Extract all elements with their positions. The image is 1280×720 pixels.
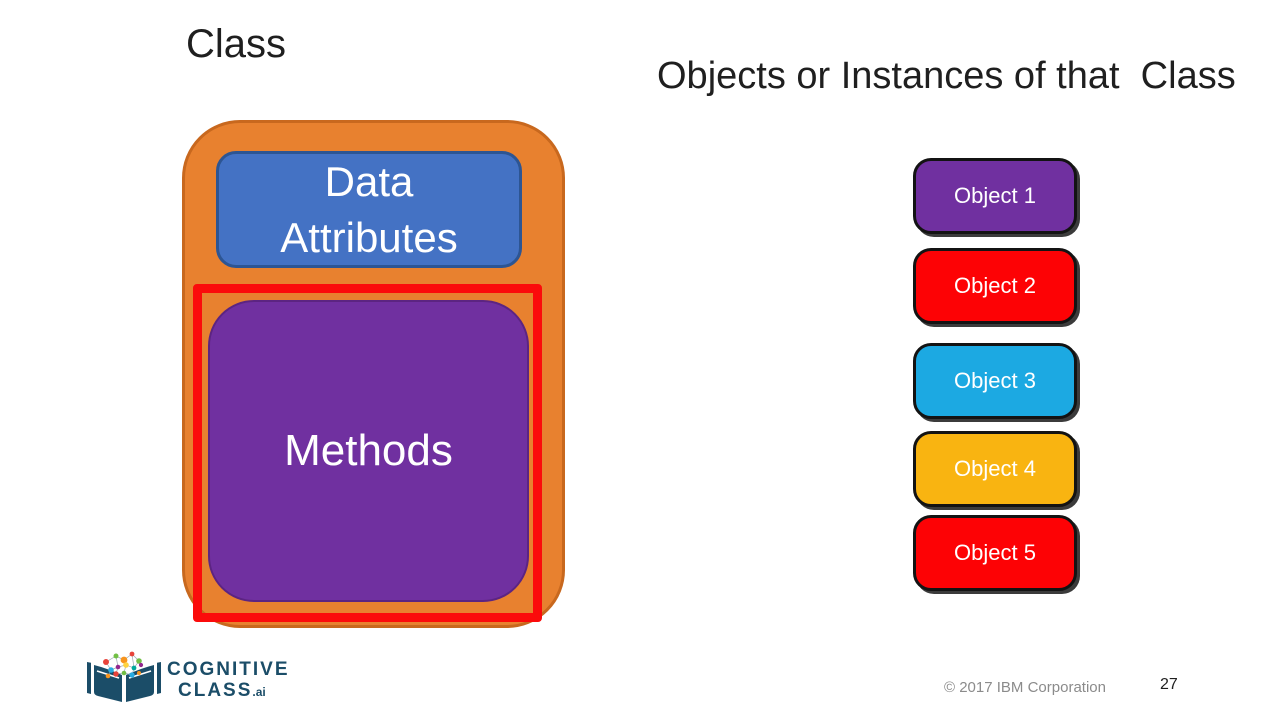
object-label: Object 5 — [954, 540, 1036, 565]
object-box: Object 2 — [913, 248, 1077, 324]
book-brain-logo-icon — [87, 651, 161, 702]
object-box: Object 1 — [913, 158, 1077, 234]
class-container: Data Attributes Methods — [182, 120, 565, 628]
methods-label: Methods — [284, 426, 453, 475]
page-number: 27 — [1160, 676, 1178, 693]
object-box: Object 3 — [913, 343, 1077, 419]
data-attributes-box: Data Attributes — [216, 151, 522, 268]
object-label: Object 2 — [954, 273, 1036, 298]
logo-line1: COGNITIVE — [167, 659, 290, 680]
data-attributes-label: Data Attributes — [280, 157, 458, 261]
objects-title: Objects or Instances of that Class — [657, 55, 1236, 97]
methods-box: Methods — [208, 300, 529, 602]
logo-wordmark: COGNITIVE CLASS.ai — [167, 648, 290, 702]
copyright-text: © 2017 IBM Corporation — [944, 679, 1106, 696]
methods-highlight-rectangle — [193, 284, 542, 622]
class-title: Class — [186, 22, 287, 66]
object-box: Object 5 — [913, 515, 1077, 591]
object-label: Object 4 — [954, 456, 1036, 481]
object-label: Object 1 — [954, 183, 1036, 208]
cognitive-class-logo: COGNITIVE CLASS.ai — [84, 648, 290, 704]
object-box: Object 4 — [913, 431, 1077, 507]
object-label: Object 3 — [954, 368, 1036, 393]
logo-ai-suffix: .ai — [252, 684, 266, 699]
logo-line2: CLASS.ai — [178, 679, 266, 701]
objects-list: Object 1 Object 2 Object 3 Object 4 Object 5 — [913, 158, 1077, 591]
